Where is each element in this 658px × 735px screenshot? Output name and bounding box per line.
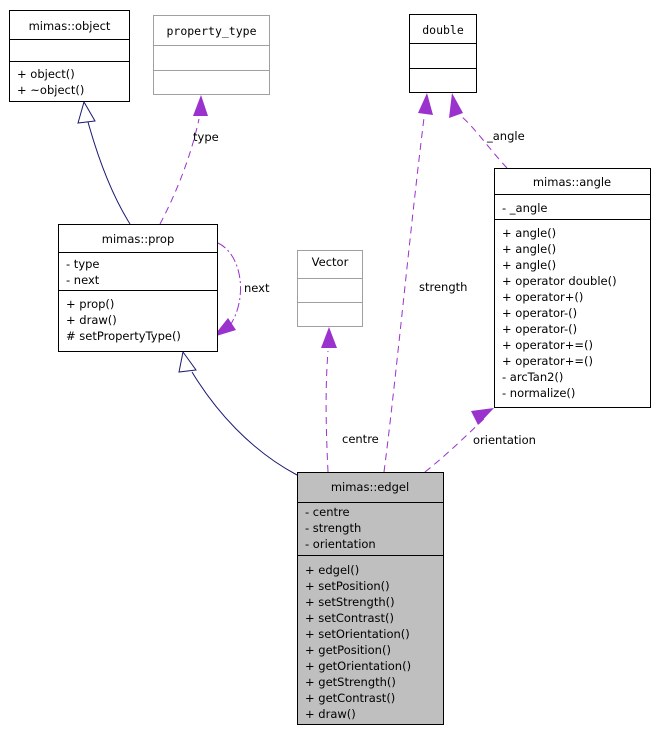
class-box-prop[interactable]: mimas::prop - type - next + prop() + dra… [58, 224, 218, 352]
class-attribute: - type [66, 257, 100, 271]
relation-prop-inherits-object [77, 100, 131, 225]
class-operation: + setContrast() [305, 611, 394, 625]
class-box-frame [58, 224, 218, 352]
class-attribute: - centre [305, 505, 350, 519]
relation-edgel-orientation: orientation [424, 408, 536, 473]
class-operation: + setStrength() [305, 595, 395, 609]
class-attribute: - _angle [502, 201, 547, 215]
class-box-vector[interactable]: Vector [297, 250, 363, 327]
relation-prop-next: next [213, 242, 270, 337]
relations-layer: type next centre strength orientation [77, 93, 536, 476]
edge-label-centre: centre [342, 432, 379, 446]
class-operation: + operator+=() [502, 354, 593, 368]
association-arrowhead [193, 95, 208, 116]
relation-angle-_angle: _angle [449, 93, 525, 169]
inheritance-line [191, 371, 298, 476]
association-line [325, 350, 329, 473]
relation-prop-type: type [159, 95, 219, 225]
class-operation: + getOrientation() [305, 659, 411, 673]
class-box-frame [153, 15, 270, 95]
class-operation: + getPosition() [305, 643, 391, 657]
class-box-property-type[interactable]: property_type [153, 15, 270, 95]
class-title: double [422, 23, 464, 37]
class-operation: + setPosition() [305, 579, 390, 593]
class-attribute: - strength [305, 521, 361, 535]
class-title: property_type [166, 24, 256, 38]
relation-edgel-strength: strength [383, 93, 467, 473]
association-line [383, 117, 425, 473]
class-operation: + operator+() [502, 290, 583, 304]
association-arrowhead [471, 408, 494, 425]
inheritance-line [87, 121, 131, 225]
class-operation: + getContrast() [305, 691, 395, 705]
class-title: mimas::prop [102, 232, 175, 246]
class-box-frame [9, 10, 130, 102]
class-box-frame [409, 14, 477, 93]
class-operation: + angle() [502, 242, 556, 256]
association-arrowhead [213, 318, 236, 337]
class-operation: # setPropertyType() [66, 329, 181, 343]
class-operation: - arcTan2() [502, 370, 563, 384]
class-box-frame [494, 168, 651, 408]
class-operation: + angle() [502, 258, 556, 272]
class-operation: + edgel() [305, 563, 359, 577]
class-box-edgel[interactable]: mimas::edgel - centre - strength - orien… [297, 472, 444, 725]
class-operation: - normalize() [502, 386, 575, 400]
class-title: mimas::object [29, 19, 111, 33]
class-operation: + draw() [305, 707, 356, 721]
association-arrowhead [321, 327, 337, 348]
class-box-frame [297, 250, 363, 327]
edge-label-strength: strength [419, 280, 467, 294]
edge-label-_angle: _angle [486, 129, 525, 143]
inheritance-arrowhead [77, 100, 96, 124]
inheritance-arrowhead [178, 350, 197, 373]
class-operation: + draw() [66, 313, 117, 327]
association-arrowhead [449, 93, 463, 118]
class-operation: + ~object() [17, 83, 84, 97]
association-line [159, 118, 200, 225]
association-line [460, 115, 508, 169]
relation-edgel-inherits-prop [178, 350, 298, 476]
class-operation: + setOrientation() [305, 627, 410, 641]
relation-edgel-centre: centre [321, 327, 379, 473]
class-operation: + operator+=() [502, 338, 593, 352]
class-attribute: - orientation [305, 537, 376, 551]
class-operation: + operator double() [502, 274, 617, 288]
class-box-angle[interactable]: mimas::angle - _angle + angle() + angle(… [494, 168, 651, 408]
edge-label-next: next [244, 281, 270, 295]
association-arrowhead [418, 93, 433, 115]
class-operation: + prop() [66, 297, 114, 311]
edge-label-orientation: orientation [473, 433, 536, 447]
class-box-double[interactable]: double [409, 14, 477, 93]
class-attribute: - next [66, 273, 100, 287]
class-box-frame [297, 472, 444, 725]
class-operation: + angle() [502, 226, 556, 240]
class-title: mimas::angle [533, 175, 611, 189]
class-operation: + operator-() [502, 306, 577, 320]
class-box-object[interactable]: mimas::object + object() + ~object() [9, 10, 130, 102]
class-title: mimas::edgel [331, 480, 409, 494]
class-operation: + object() [17, 67, 75, 81]
association-self-line [217, 242, 241, 328]
class-title: Vector [312, 255, 349, 269]
class-operation: + operator-() [502, 322, 577, 336]
edge-label-type: type [193, 130, 219, 144]
class-operation: + getStrength() [305, 675, 396, 689]
